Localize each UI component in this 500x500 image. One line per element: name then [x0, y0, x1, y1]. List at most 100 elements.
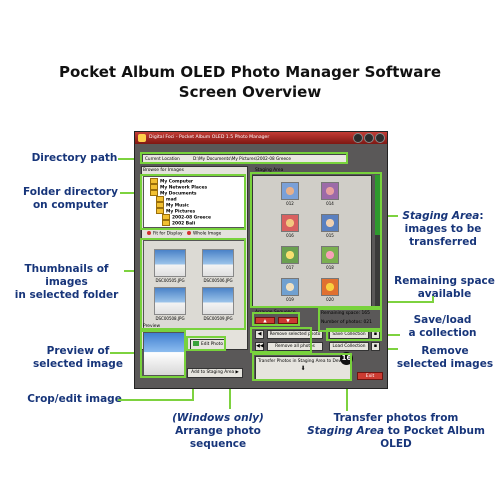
connector-directory	[118, 158, 140, 160]
connector-preview	[110, 352, 140, 354]
edit-icon	[193, 341, 200, 346]
callout-directory-path: Directory path	[31, 152, 118, 164]
staging-thumbnail[interactable]	[281, 214, 299, 232]
tree-item-music[interactable]: My Music	[156, 202, 189, 210]
load-icon[interactable]: ▪	[371, 342, 380, 351]
highlight-save-load	[326, 328, 382, 341]
highlight-staging	[250, 172, 382, 308]
highlight-folder-tree	[140, 174, 246, 230]
whole-image-radio[interactable]: Whole Image	[187, 231, 221, 237]
folder-icon	[156, 208, 164, 214]
folder-icon	[162, 220, 170, 226]
preview-label: Preview	[143, 324, 161, 329]
arrange-up-button[interactable]: ▲	[255, 317, 275, 324]
close-icon[interactable]	[375, 133, 385, 143]
thumbnail[interactable]	[154, 249, 186, 277]
remaining-space-display: Remaining space: 165	[321, 311, 370, 316]
callout-crop-edit: Crop/edit image	[27, 393, 122, 405]
folder-icon	[150, 190, 158, 196]
current-location-label: Current Location	[145, 156, 180, 161]
highlight-remove	[250, 327, 312, 353]
page-title: Pocket Album OLED Photo Manager Software	[59, 63, 441, 81]
folder-icon	[150, 184, 158, 190]
connector-remaining	[376, 301, 432, 303]
minimize-icon[interactable]	[353, 133, 363, 143]
connector-thumbnails	[124, 270, 140, 272]
folder-icon	[150, 178, 158, 184]
arrow-down-icon: ▼	[286, 319, 290, 324]
tree-item-network[interactable]: My Network Places	[150, 184, 207, 192]
highlight-thumbnails	[140, 238, 246, 330]
tree-item-mad[interactable]: mad	[156, 196, 177, 204]
highlight-remaining	[318, 308, 382, 332]
folder-icon	[156, 202, 164, 208]
remove-all-icon[interactable]: ◀◀	[255, 342, 264, 351]
highlight-arrange	[252, 312, 300, 326]
staging-thumbnail[interactable]	[321, 214, 339, 232]
tree-item-documents[interactable]: My Documents	[150, 190, 197, 198]
arrow-down-icon: ⬇	[300, 365, 306, 372]
staging-caption: 014	[326, 201, 334, 206]
callout-arrange: (Windows only)Arrange photo sequence	[172, 412, 264, 450]
page-subtitle: Screen Overview	[178, 83, 322, 101]
thumbnail[interactable]	[202, 249, 234, 277]
remove-all-button[interactable]: Remove all photos	[267, 342, 323, 351]
folder-tree[interactable]: My Computer My Network Places My Documen…	[143, 176, 245, 228]
staging-thumbnail[interactable]	[281, 278, 299, 296]
tree-item-my-computer[interactable]: My Computer	[150, 178, 193, 186]
tree-item-bali[interactable]: 2002 Bali	[162, 220, 195, 228]
thumbnail-caption: DSC00506.JPG	[203, 278, 233, 283]
app-window: Digital Foci - Pocket Album OLED 1.5 Pho…	[134, 131, 388, 389]
connector-crop-h	[118, 399, 193, 401]
thumbnail[interactable]	[154, 287, 186, 315]
arrow-right-icon: ▶	[235, 370, 239, 375]
fit-display-radio[interactable]: Fit for Display	[147, 231, 183, 237]
thumbnail[interactable]	[202, 287, 234, 315]
staging-thumbnail[interactable]	[321, 246, 339, 264]
callout-transfer: Transfer photos from Staging Area to Poc…	[307, 412, 485, 450]
load-collection-button[interactable]: Load Collection	[329, 342, 369, 351]
highlight-edit-photo	[186, 336, 226, 351]
highlight-transfer	[252, 353, 352, 381]
add-to-staging-button[interactable]: Add to Staging Area ▶	[187, 368, 243, 378]
connector-save-load	[380, 334, 400, 336]
window-titlebar[interactable]: Digital Foci - Pocket Album OLED 1.5 Pho…	[135, 132, 387, 144]
connector-folder	[120, 192, 140, 194]
scrollbar-thumb[interactable]	[375, 175, 381, 235]
exit-button[interactable]: Exit	[357, 372, 383, 380]
radio-dot-icon	[187, 231, 191, 235]
staging-scrollbar[interactable]	[375, 175, 381, 307]
staging-label: Staging Area	[255, 168, 284, 173]
staging-thumbnail[interactable]	[281, 246, 299, 264]
tree-item-greece[interactable]: 2002-08 Greece	[162, 214, 211, 222]
staging-caption: 020	[326, 297, 334, 302]
folder-icon	[156, 196, 164, 202]
app-logo-icon	[138, 134, 146, 142]
staging-caption: 019	[286, 297, 294, 302]
tree-item-pictures[interactable]: My Pictures	[156, 208, 195, 216]
staging-thumbnail[interactable]	[281, 182, 299, 200]
arrange-down-button[interactable]: ▼	[278, 317, 298, 324]
staging-caption: 016	[286, 233, 294, 238]
connector-transfer	[346, 375, 348, 411]
staging-thumbnail[interactable]	[321, 182, 339, 200]
maximize-icon[interactable]	[364, 133, 374, 143]
connector-remaining-v	[432, 296, 434, 303]
thumbnail-caption: DSC00509.JPG	[203, 316, 233, 321]
thumbnail-caption: DSC00505.JPG	[155, 278, 185, 283]
remove-selected-icon[interactable]: ◀	[255, 330, 264, 339]
staging-area[interactable]: 012 014 016 015 017 018 019 020	[252, 175, 372, 307]
highlight-preview	[140, 330, 186, 378]
folder-icon	[162, 214, 170, 220]
photo-count-display: Number of photos: 021	[321, 320, 372, 325]
staging-thumbnail[interactable]	[321, 278, 339, 296]
current-location-value: D:\My Documents\My Pictures\2002-08 Gree…	[193, 156, 291, 161]
remove-selected-button[interactable]: Remove selected photo	[267, 330, 323, 339]
